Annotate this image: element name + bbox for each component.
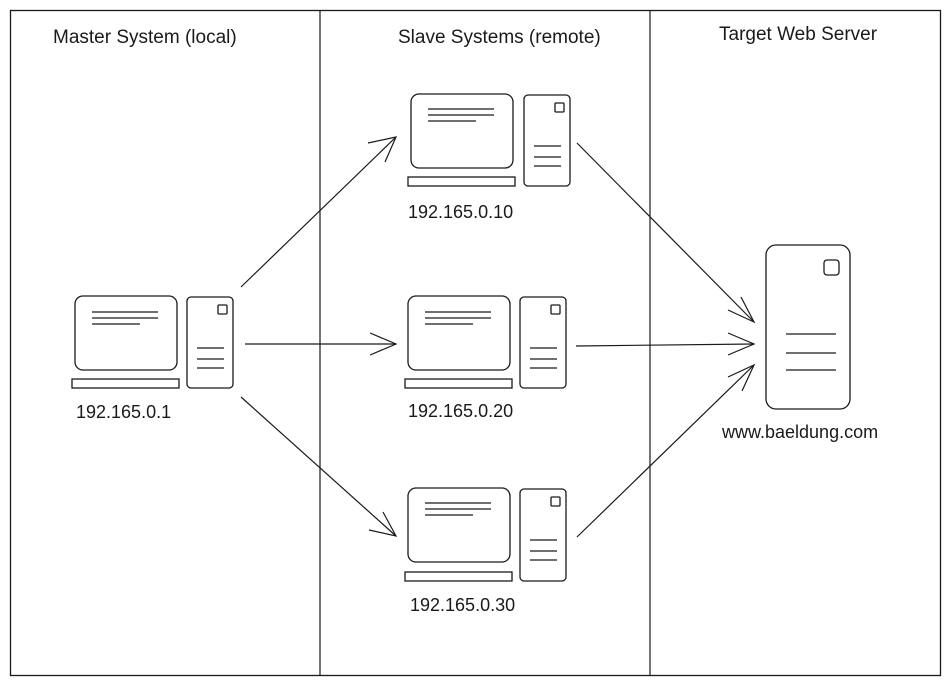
arrow-master-to-slave-2 [245, 332, 398, 356]
slave-computer-3-icon [404, 487, 567, 582]
web-server-icon [765, 244, 851, 410]
slave-1-ip-label: 192.165.0.10 [408, 202, 513, 222]
arrow-slave-3-to-target [576, 363, 756, 538]
master-computer-icon [71, 295, 234, 389]
column-title-target: Target Web Server [719, 24, 878, 45]
slave-computer-2-icon [404, 295, 567, 389]
arrow-slave-2-to-target [575, 332, 756, 356]
arrow-slave-1-to-target [576, 142, 756, 324]
arrow-master-to-slave-3 [240, 396, 398, 537]
arrow-master-to-slave-1 [240, 136, 398, 288]
slave-2-ip-label: 192.165.0.20 [408, 401, 513, 421]
column-title-slaves: Slave Systems (remote) [398, 27, 601, 48]
column-title-master: Master System (local) [53, 27, 237, 48]
target-host-label: www.baeldung.com [721, 422, 878, 442]
slave-computer-1-icon [407, 93, 571, 187]
master-ip-label: 192.165.0.1 [76, 402, 171, 422]
slave-3-ip-label: 192.165.0.30 [410, 595, 515, 615]
